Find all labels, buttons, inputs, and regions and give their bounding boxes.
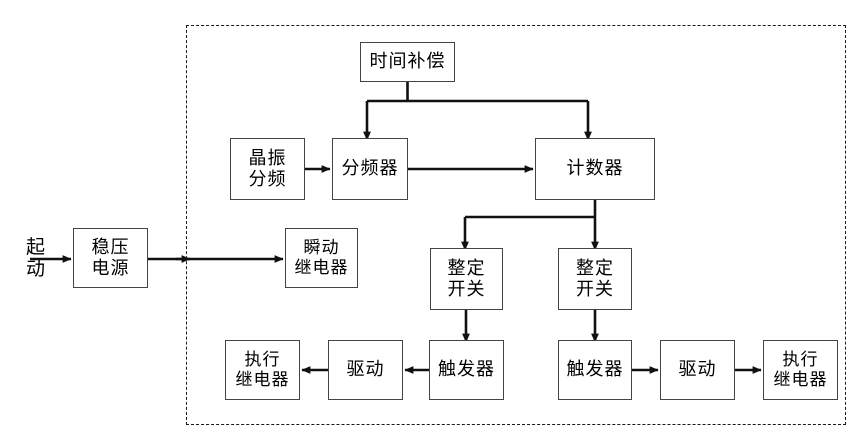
node-frequency-divider-line1: 分频器	[341, 158, 399, 180]
node-power-supply[interactable]: 稳压 电源	[73, 228, 148, 288]
node-instant-relay-line1: 瞬动	[303, 237, 340, 258]
node-exec-relay-right-line1: 执行	[782, 349, 819, 370]
node-frequency-divider[interactable]: 分频器	[332, 138, 408, 200]
node-counter[interactable]: 计数器	[535, 138, 655, 200]
start-input-label: 起 动	[16, 229, 56, 289]
node-instant-relay-line2: 继电器	[294, 258, 349, 278]
node-trigger-right[interactable]: 触发器	[558, 340, 632, 400]
node-setting-switch-left-line2: 开关	[447, 279, 486, 300]
node-setting-switch-right-line1: 整定	[576, 257, 614, 279]
node-trigger-right-line1: 触发器	[566, 359, 624, 381]
node-exec-relay-left[interactable]: 执行 继电器	[225, 340, 300, 400]
node-driver-right[interactable]: 驱动	[660, 340, 735, 400]
node-setting-switch-left-line1: 整定	[447, 257, 486, 279]
node-exec-relay-left-line1: 执行	[244, 349, 281, 370]
node-counter-line1: 计数器	[566, 158, 624, 180]
node-crystal-divider[interactable]: 晶振 分频	[230, 138, 305, 200]
enclosure-boundary	[186, 25, 846, 425]
node-power-supply-line1: 稳压	[91, 236, 130, 258]
node-time-compensation[interactable]: 时间补偿	[360, 42, 455, 82]
node-driver-right-line1: 驱动	[678, 359, 717, 381]
node-trigger-left[interactable]: 触发器	[429, 340, 504, 400]
node-trigger-left-line1: 触发器	[438, 359, 495, 381]
node-driver-left-line1: 驱动	[346, 359, 385, 381]
node-time-compensation-line1: 时间补偿	[369, 51, 446, 73]
start-input-label-line1: 起	[25, 236, 46, 259]
start-input-label-line2: 动	[25, 258, 46, 280]
node-setting-switch-left[interactable]: 整定 开关	[430, 248, 503, 310]
node-exec-relay-left-line2: 继电器	[235, 370, 290, 390]
node-exec-relay-right-line2: 继电器	[773, 370, 828, 390]
node-instant-relay[interactable]: 瞬动 继电器	[285, 228, 358, 288]
node-exec-relay-right[interactable]: 执行 继电器	[763, 340, 838, 400]
node-setting-switch-right-line2: 开关	[576, 279, 614, 300]
node-driver-left[interactable]: 驱动	[328, 340, 403, 400]
node-crystal-divider-line2: 分频	[248, 169, 287, 190]
node-setting-switch-right[interactable]: 整定 开关	[558, 248, 632, 310]
node-power-supply-line2: 电源	[91, 258, 130, 279]
node-crystal-divider-line1: 晶振	[248, 147, 287, 169]
